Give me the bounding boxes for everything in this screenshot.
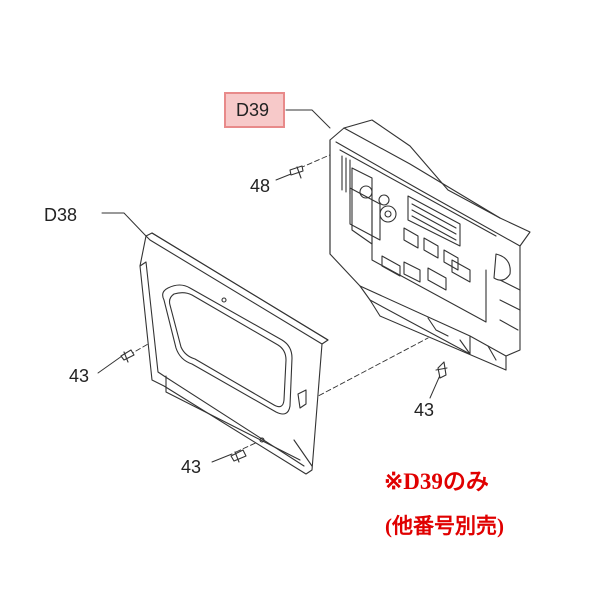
note-d39-only: ※D39のみ xyxy=(384,469,489,494)
screw-43-right xyxy=(435,361,448,379)
d39-highlight-box xyxy=(224,92,285,128)
callout-screw-43-right: 43 xyxy=(414,400,435,420)
callout-d38: D38 xyxy=(44,205,78,225)
callout-d39: D39 xyxy=(236,100,270,120)
callout-screw-48: 48 xyxy=(250,176,271,196)
screw-48 xyxy=(289,165,304,179)
control-board-d39 xyxy=(329,119,531,371)
screw-43-left xyxy=(120,349,135,363)
note-others-sold-separately: (他番号別売) xyxy=(385,514,504,538)
callout-screw-43-left: 43 xyxy=(69,366,90,386)
leader-lines xyxy=(97,109,442,463)
screw-43-bottom xyxy=(230,449,247,463)
cover-panel-d38 xyxy=(139,232,329,475)
callout-screw-43-bottom: 43 xyxy=(181,457,202,477)
